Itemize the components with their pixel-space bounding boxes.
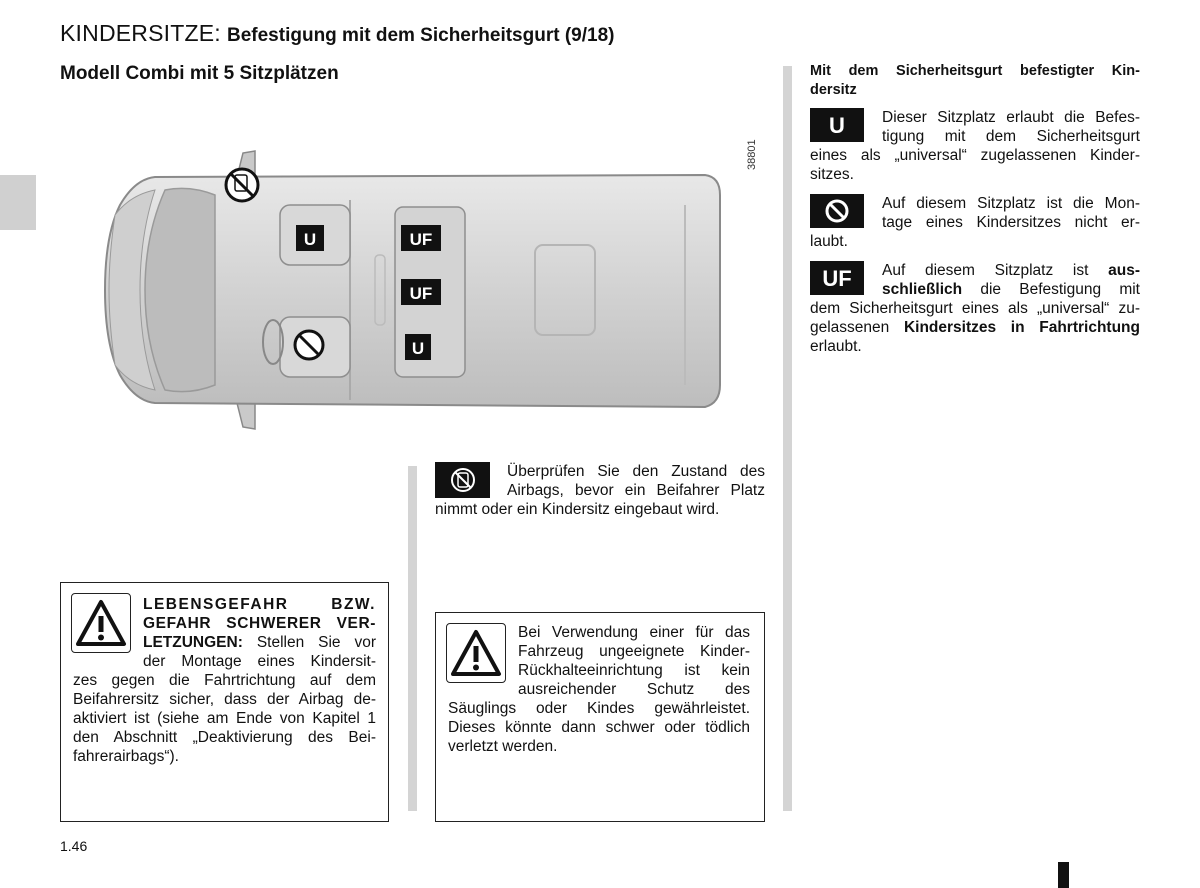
- seat-icon-uf-top: UF: [401, 225, 441, 251]
- title-sub: Befestigung mit dem Sicherheitsgurt (9/1…: [227, 25, 615, 46]
- airbag-note-line-2: Airbags, bevor ein Beifahrer Platz: [507, 482, 765, 499]
- warning-triangle-icon: [446, 623, 506, 683]
- warning-left-line-6: Beifahrersitz sicher, dass der Airbag de…: [73, 691, 376, 708]
- prohibited-icon: [810, 194, 864, 228]
- legend-u-line-3: eines als „universal“ zugelassenen Kinde…: [810, 147, 1140, 164]
- van-windshield: [144, 187, 216, 393]
- warning-left-line-9: fahrerairbags“).: [73, 748, 179, 765]
- figure-reference-number: 38801: [746, 139, 758, 170]
- legend-uf-line-5: erlaubt.: [810, 338, 862, 355]
- chapter-tab: [0, 175, 36, 230]
- legend-heading-line-2: dersitz: [810, 82, 857, 98]
- warning-triangle-icon: [71, 593, 131, 653]
- warning-right-line-5: Säuglings oder Kindes gewährleistet.: [448, 700, 750, 717]
- airbag-note: Überprüfen Sie den Zustand des Airbags, …: [435, 462, 765, 519]
- legend-u-line-4: sitzes.: [810, 166, 854, 183]
- warning-left-line-5: zes gegen die Fahrtrichtung auf dem: [73, 672, 376, 689]
- legend-uf-line-3: dem Sicherheitsgurt eines als „universal…: [810, 300, 1140, 317]
- van-seat-diagram: U UF UF U: [103, 150, 721, 430]
- warning-right-line-4: ausreichender Schutz des: [518, 681, 750, 698]
- warning-left-line-8: den Abschnitt „Deaktivierung des Bei-: [73, 729, 376, 746]
- seat-icon-uf-middle: UF: [401, 279, 441, 305]
- warning-left-heading-1: LEBENSGEFAHR BZW.: [143, 596, 376, 613]
- warning-box-airbag: LEBENSGEFAHR BZW. GEFAHR SCHWERER VER- L…: [60, 582, 389, 822]
- warning-right-line-3: Rückhalteeinrichtung ist kein: [518, 662, 750, 679]
- legend-no-line-1: Auf diesem Sitzplatz ist die Mon-: [882, 195, 1140, 212]
- airbag-note-line-3: nimmt oder ein Kindersitz eingebaut wird…: [435, 501, 720, 518]
- legend-uf-line-2: schließlich die Befestigung mit: [810, 280, 1140, 299]
- warning-right-line-6: Dieses könnte dann schwer oder tödlich: [448, 719, 750, 736]
- warning-right-line-1: Bei Verwendung einer für das: [518, 624, 750, 641]
- warning-right-line-7: verletzt werden.: [448, 738, 558, 755]
- legend-uf-line-4: gelassenen Kindersitzes in Fahrtrichtung: [810, 318, 1140, 337]
- legend-uf-line-1: Auf diesem Sitzplatz ist aus-: [810, 261, 1140, 280]
- airbag-check-icon: [435, 462, 490, 498]
- roof-rail-1: [374, 254, 386, 326]
- airbag-note-line-1: Überprüfen Sie den Zustand des: [507, 463, 765, 480]
- warning-right-text: Bei Verwendung einer für das Fahrzeug un…: [448, 623, 750, 756]
- seat-label-u-rear: U: [412, 339, 424, 358]
- legend-entry-uf: UF Auf diesem Sitzplatz ist aus- schließ…: [810, 261, 1140, 356]
- warning-left-heading-2: GEFAHR SCHWERER VER-: [143, 615, 376, 632]
- steering-wheel: [262, 319, 284, 365]
- column-divider-right: [783, 66, 792, 811]
- prohibited-seat-icon: [293, 329, 325, 361]
- page-title: KINDERSITZE: Befestigung mit dem Sicherh…: [60, 20, 614, 47]
- section-subtitle: Modell Combi mit 5 Sitzplätzen: [60, 63, 339, 84]
- legend-uf-line-2-b: die Befestigung mit: [962, 281, 1140, 298]
- legend-uf-line-4-a: gelassenen: [810, 319, 904, 336]
- legend-uf-line-1-a: Auf diesem Sitzplatz ist: [882, 262, 1109, 279]
- legend-uf-line-2-a: schließlich: [882, 281, 963, 298]
- u-seat-icon: U: [810, 108, 864, 142]
- warning-left-heading-3: LETZUNGEN:: [143, 634, 243, 651]
- legend-u-line-1: Dieser Sitzplatz erlaubt die Befes-: [882, 109, 1140, 126]
- seat-label-u-front: U: [304, 230, 316, 249]
- warning-left-text: LEBENSGEFAHR BZW. GEFAHR SCHWERER VER- L…: [73, 595, 376, 766]
- warning-left-line-4: der Montage eines Kindersit-: [143, 653, 376, 670]
- legend-u-line-2: tigung mit dem Sicherheitsgurt: [882, 128, 1140, 145]
- warning-left-line-3: LETZUNGEN: Stellen Sie vor: [73, 633, 376, 652]
- uf-seat-icon-label: UF: [822, 265, 852, 291]
- roof-panel: [534, 244, 596, 336]
- page-corner-mark: [1058, 862, 1069, 888]
- u-seat-icon-label: U: [829, 112, 845, 138]
- airbag-prohibited-icon: [224, 167, 260, 203]
- seat-legend: Mit dem Sicherheitsgurt befestigter Kin-…: [810, 62, 1140, 356]
- warning-box-restraint: Bei Verwendung einer für das Fahrzeug un…: [435, 612, 765, 822]
- warning-right-line-2: Fahrzeug ungeeignete Kinder-: [518, 643, 750, 660]
- legend-uf-line-4-b: Kindersitzes in Fahrtrichtung: [903, 319, 1140, 336]
- legend-no-line-2: tage eines Kindersitzes nicht er-: [882, 214, 1140, 231]
- legend-entry-u: U Dieser Sitzplatz erlaubt die Befes- ti…: [810, 108, 1140, 184]
- van-hood: [108, 189, 156, 391]
- seat-icon-u-rear: U: [405, 334, 431, 360]
- uf-seat-icon: UF: [810, 261, 864, 295]
- warning-left-line-3-rest: Stellen Sie vor: [242, 634, 376, 651]
- warning-left-line-7: aktiviert ist (siehe am Ende von Kapitel…: [73, 710, 376, 727]
- title-main: KINDERSITZE:: [60, 20, 221, 46]
- legend-no-line-3: laubt.: [810, 233, 848, 250]
- legend-uf-line-1-b: aus-: [1108, 262, 1140, 279]
- column-divider-middle: [408, 466, 417, 811]
- legend-heading-line-1: Mit dem Sicherheitsgurt befestigter Kin-: [810, 63, 1140, 79]
- legend-heading: Mit dem Sicherheitsgurt befestigter Kin-…: [810, 62, 1140, 100]
- seat-label-uf-middle: UF: [410, 284, 433, 303]
- page-number: 1.46: [60, 838, 88, 854]
- seat-label-uf-top: UF: [410, 230, 433, 249]
- legend-entry-prohibited: Auf diesem Sitzplatz ist die Mon- tage e…: [810, 194, 1140, 251]
- seat-icon-u-front: U: [296, 225, 324, 251]
